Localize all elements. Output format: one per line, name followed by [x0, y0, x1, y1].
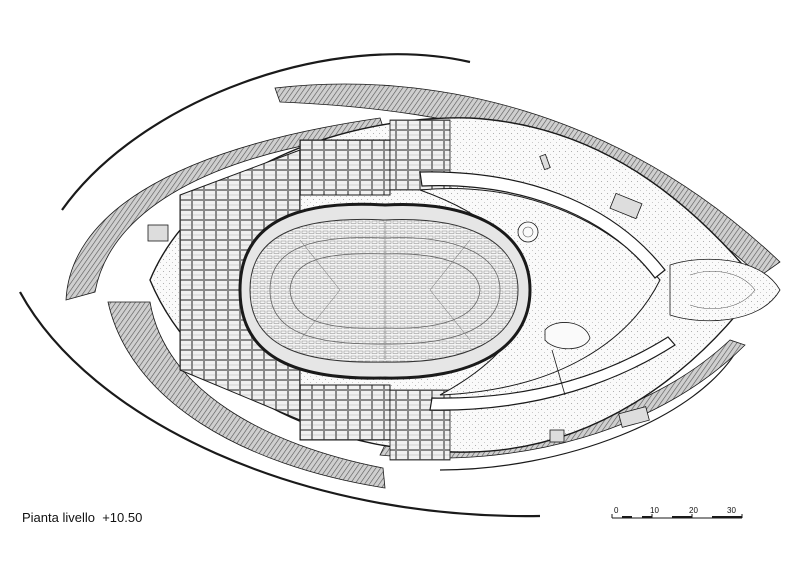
- east-plaza: [669, 258, 781, 322]
- plan-caption: Pianta livello +10.50: [22, 510, 143, 525]
- scale-label-10: 10: [650, 506, 659, 515]
- small-room-ne: [609, 192, 643, 220]
- service-rooms-south: [299, 384, 391, 441]
- service-rooms-north: [299, 139, 391, 196]
- scale-bar: [611, 514, 743, 519]
- round-feature-north: [517, 221, 539, 243]
- service-rooms-southeast: [389, 389, 451, 461]
- gallery-north: [419, 171, 666, 279]
- auditorium-seating: [249, 218, 519, 363]
- scale-label-30: 30: [727, 506, 736, 515]
- outer-arc-top: [61, 53, 471, 211]
- gallery-south: [429, 336, 676, 411]
- round-feature-south: [544, 322, 591, 350]
- small-room-se: [618, 406, 650, 428]
- outer-arc-right: [439, 344, 741, 471]
- outer-arc-bottom: [19, 291, 541, 518]
- scale-label-0: 0: [614, 506, 619, 515]
- scale-label-20: 20: [689, 506, 698, 515]
